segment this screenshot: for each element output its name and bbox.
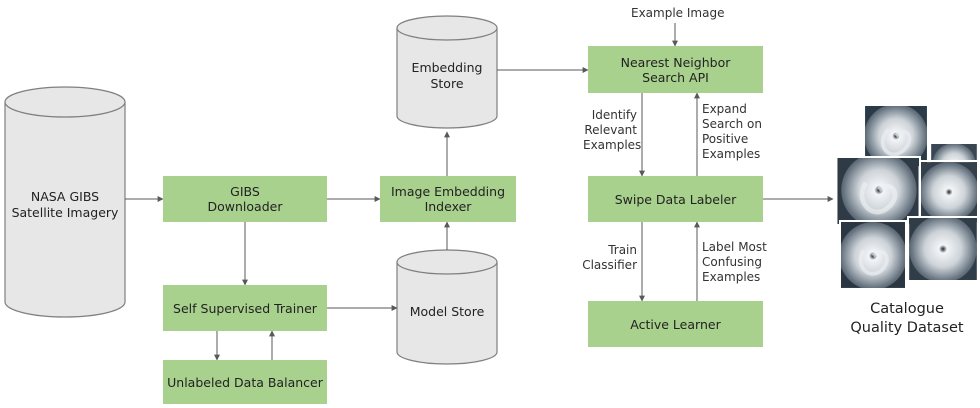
unlabeled-data-balancer-box: Unlabeled Data Balancer (163, 360, 327, 404)
hurricane-satellite-image-icon (839, 220, 907, 290)
self-supervised-trainer-box: Self Supervised Trainer (163, 285, 327, 331)
model-store-label: Model Store (409, 304, 485, 319)
hurricane-satellite-image-icon (907, 216, 979, 282)
model-store-cylinder (396, 249, 498, 365)
hurricane-image-collage (833, 104, 979, 294)
swipe-data-labeler-box: Swipe Data Labeler (588, 176, 763, 222)
active-learner-box: Active Learner (588, 301, 763, 347)
nasa-gibs-cylinder (4, 86, 126, 318)
hurricane-satellite-image-icon (863, 104, 929, 168)
embedding-store-cylinder (396, 15, 498, 129)
example-image-label: Example Image (631, 6, 725, 20)
hurricane-satellite-image-icon (919, 160, 979, 224)
